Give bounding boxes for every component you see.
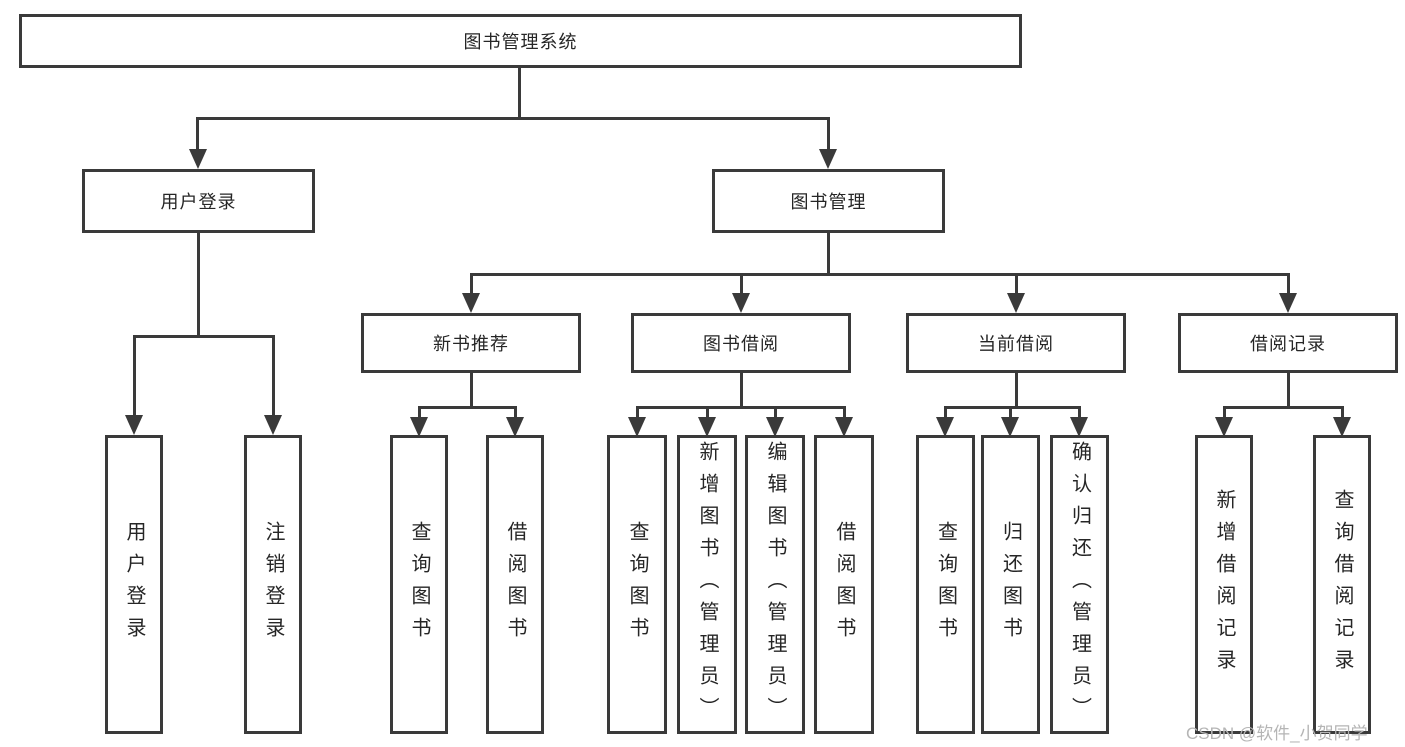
- leaf-add-borrow-record: 新增借阅记录: [1195, 435, 1253, 734]
- arrow-leaf: [410, 417, 428, 437]
- arrow-leaf: [835, 417, 853, 437]
- edge-to-leaf-logout: [272, 335, 275, 417]
- edge-leaf: [636, 406, 639, 419]
- edge-leaf: [1009, 406, 1012, 419]
- leaf-logout-login: 注销登录: [244, 435, 302, 734]
- edge-leaf: [706, 406, 709, 419]
- edge-root-stem: [518, 68, 521, 117]
- arrow-leaf: [506, 417, 524, 437]
- leaf-query-borrow-record: 查询借阅记录: [1313, 435, 1371, 734]
- node-user-login: 用户登录: [82, 169, 315, 233]
- edge-to-book-mgmt: [827, 117, 830, 151]
- edge-leaf: [774, 406, 777, 419]
- leaf-return-books: 归还图书: [981, 435, 1040, 734]
- edge-borrow-records-stem: [1287, 373, 1290, 406]
- leaf-borrow-books: 借阅图书: [814, 435, 874, 734]
- arrow-leaf: [766, 417, 784, 437]
- arrow-to-borrow-records: [1279, 293, 1297, 313]
- edge-user-login-branch: [133, 335, 274, 338]
- edge-to-new-book-rec: [470, 273, 473, 295]
- arrow-leaf: [698, 417, 716, 437]
- node-new-book-rec: 新书推荐: [361, 313, 581, 373]
- edge-leaf: [944, 406, 947, 419]
- arrow-leaf: [1333, 417, 1351, 437]
- edge-book-borrow-stem: [740, 373, 743, 406]
- leaf-confirm-return-admin: 确认归还（管理员）: [1050, 435, 1109, 734]
- node-library-system: 图书管理系统: [19, 14, 1022, 68]
- leaf-query-books-rec: 查询图书: [390, 435, 448, 734]
- node-book-mgmt: 图书管理: [712, 169, 945, 233]
- edge-to-book-borrow: [740, 273, 743, 295]
- arrow-to-book-mgmt: [819, 149, 837, 169]
- node-borrow-records: 借阅记录: [1178, 313, 1398, 373]
- edge-to-current-borrow: [1015, 273, 1018, 295]
- edge-to-user-login: [196, 117, 199, 151]
- edge-root-branch: [197, 117, 830, 120]
- arrow-to-leaf-user-login: [125, 415, 143, 435]
- edge-leaf: [1341, 406, 1344, 419]
- edge-book-borrow-branch: [636, 406, 845, 409]
- edge-new-book-rec-branch: [418, 406, 516, 409]
- edge-leaf: [1223, 406, 1226, 419]
- arrow-to-new-book-rec: [462, 293, 480, 313]
- arrow-leaf: [936, 417, 954, 437]
- edge-book-mgmt-stem: [827, 233, 830, 273]
- edge-to-borrow-records: [1287, 273, 1290, 295]
- leaf-edit-books-admin: 编辑图书（管理员）: [745, 435, 805, 734]
- node-book-borrow: 图书借阅: [631, 313, 851, 373]
- leaf-query-books-borrow: 查询图书: [607, 435, 667, 734]
- arrow-leaf: [1070, 417, 1088, 437]
- edge-user-login-stem: [197, 233, 200, 335]
- node-current-borrow: 当前借阅: [906, 313, 1126, 373]
- edge-borrow-records-branch: [1223, 406, 1343, 409]
- leaf-query-books-current: 查询图书: [916, 435, 975, 734]
- leaf-add-books-admin: 新增图书（管理员）: [677, 435, 737, 734]
- leaf-user-login: 用户登录: [105, 435, 163, 734]
- leaf-borrow-books-rec: 借阅图书: [486, 435, 544, 734]
- edge-leaf: [843, 406, 846, 419]
- csdn-watermark: CSDN @软件_小贺同学: [1186, 724, 1368, 743]
- edge-leaf: [418, 406, 421, 419]
- edge-book-mgmt-branch: [470, 273, 1289, 276]
- edge-new-book-rec-stem: [470, 373, 473, 406]
- arrow-leaf: [1215, 417, 1233, 437]
- arrow-leaf: [1001, 417, 1019, 437]
- arrow-to-user-login: [189, 149, 207, 169]
- edge-to-leaf-user-login: [133, 335, 136, 417]
- arrow-to-book-borrow: [732, 293, 750, 313]
- arrow-to-current-borrow: [1007, 293, 1025, 313]
- arrow-to-leaf-logout: [264, 415, 282, 435]
- arrow-leaf: [628, 417, 646, 437]
- edge-leaf: [514, 406, 517, 419]
- edge-current-borrow-branch: [944, 406, 1080, 409]
- edge-current-borrow-stem: [1015, 373, 1018, 406]
- edge-leaf: [1078, 406, 1081, 419]
